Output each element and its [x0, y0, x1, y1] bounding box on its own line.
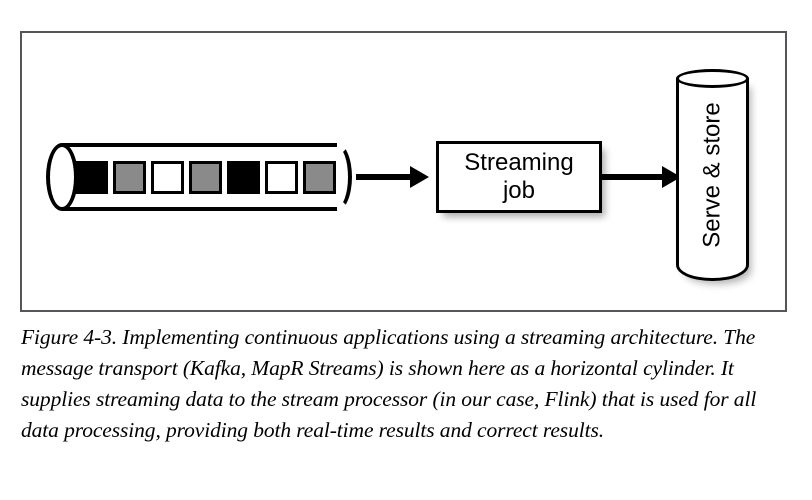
event-black-1: [75, 161, 108, 194]
serve-and-store-cylinder: Serve & store: [676, 69, 749, 281]
event-gray-3: [303, 161, 336, 194]
cylinder-top-ellipse: [676, 69, 749, 88]
event-gray-1: [113, 161, 146, 194]
serve-and-store-label: Serve & store: [698, 102, 726, 248]
event-white-2: [265, 161, 298, 194]
cylinder-tube: [676, 78, 749, 281]
event-black-2: [227, 161, 260, 194]
arrow-head: [410, 166, 429, 188]
cylinder-bottom-edge: [62, 207, 337, 211]
event-squares-row: [75, 161, 336, 194]
serve-and-store-label-wrap: Serve & store: [676, 69, 749, 281]
cylinder-right-cap-curve: [322, 143, 352, 211]
figure-caption: Figure 4-3. Implementing continuous appl…: [21, 325, 757, 442]
streaming-job-box: Streaming job: [436, 141, 602, 213]
message-transport-cylinder: [46, 143, 352, 211]
cylinder-top-edge: [62, 143, 337, 147]
event-gray-2: [189, 161, 222, 194]
arrow-transport-to-job: [356, 166, 429, 188]
arrow-shaft: [601, 174, 664, 180]
streaming-job-label: Streaming job: [464, 149, 574, 204]
arrow-shaft: [356, 174, 412, 180]
figure-frame: Streaming job Serve & store: [20, 31, 787, 312]
arrow-job-to-store: [601, 166, 681, 188]
event-white-1: [151, 161, 184, 194]
cylinder-left-cap-ellipse: [46, 143, 78, 211]
